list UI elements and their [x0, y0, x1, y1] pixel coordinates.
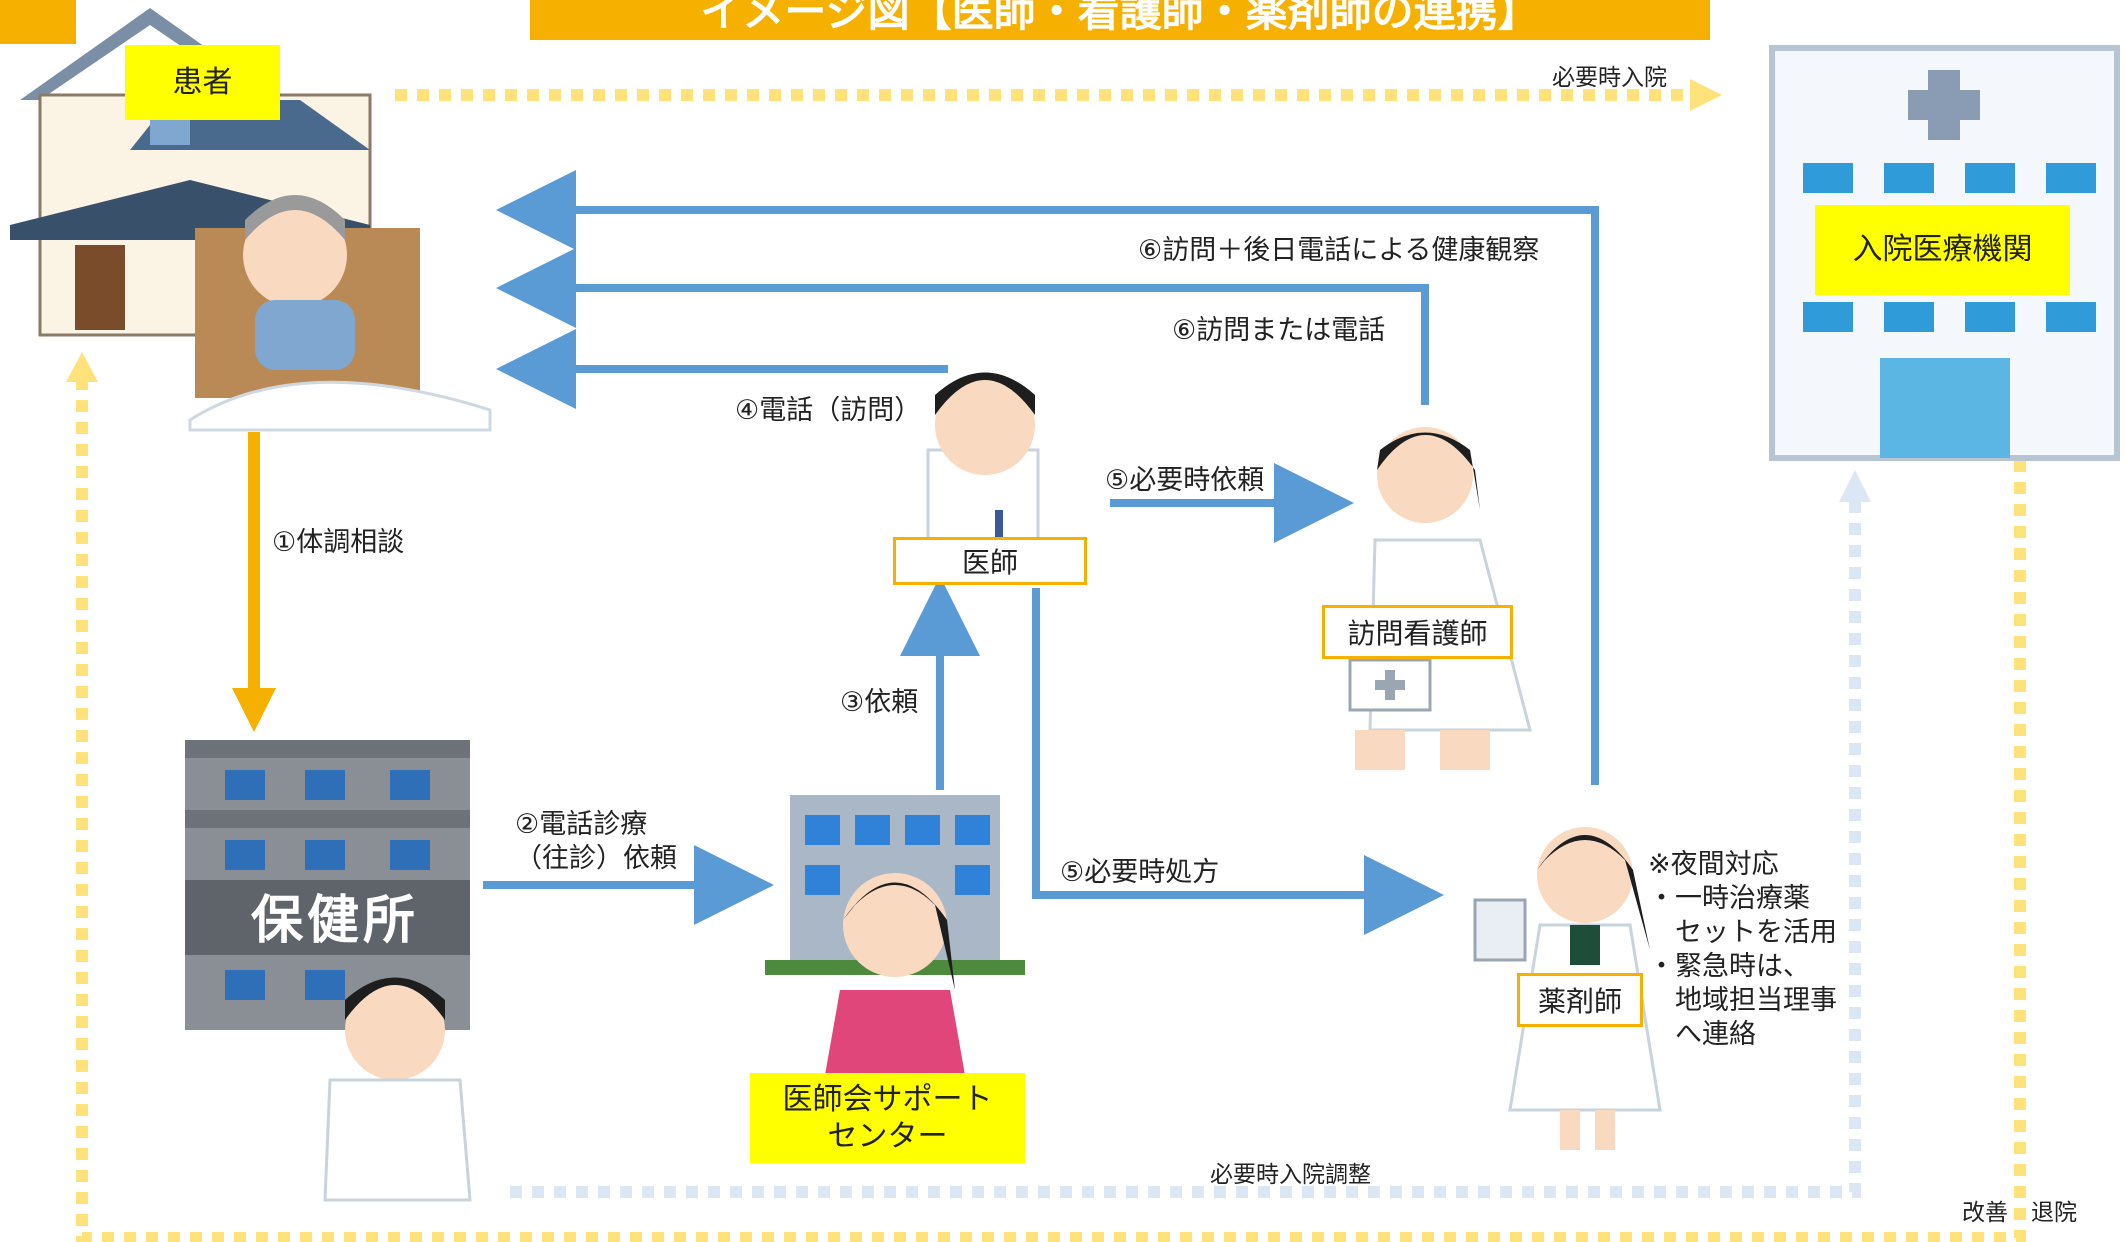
arrow-6a — [496, 170, 1599, 785]
arrow-3-label: ③依頼 — [840, 687, 919, 718]
arrow-2-label: ②電話診療 （往診）依頼 — [515, 809, 677, 874]
night-note-bullet: ・一時治療薬 セットを活用 — [1648, 883, 1837, 948]
admit-adjust-arrowhead — [1839, 470, 1871, 502]
discharge-path — [76, 380, 2026, 1242]
diagram-title: イメージ図【医師・看護師・薬剤師の連携】 — [530, 0, 1710, 40]
arrow-4-label: ④電話（訪問） — [735, 395, 922, 426]
arrow-5a-label: ⑤必要時依頼 — [1105, 465, 1265, 496]
arrow-5b — [1032, 588, 1444, 935]
arrow-5b-label: ⑤必要時処方 — [1060, 857, 1220, 888]
discharge-label: 改善 退院 — [1962, 1200, 2077, 1226]
node-pharmacist: 薬剤師 — [1517, 973, 1643, 1027]
arrow-1-head — [232, 688, 276, 732]
nurse-illustration — [1348, 427, 1532, 770]
support-center-illustration — [765, 795, 1025, 1075]
node-health-center: 保健所 — [250, 890, 419, 951]
health-center-illustration — [185, 740, 472, 1202]
night-note: ※夜間対応 ・一時治療薬 セットを活用 ・緊急時は、 地域担当理事 へ連絡 — [1648, 848, 1837, 1052]
node-support-center: 医師会サポート センター — [750, 1073, 1025, 1163]
node-nurse: 訪問看護師 — [1322, 605, 1513, 659]
admit-label: 必要時入院 — [1552, 65, 1667, 91]
admit-arrowhead — [1690, 79, 1722, 111]
corner-tab — [0, 0, 76, 44]
arrow-1-label: ①体調相談 — [272, 527, 405, 558]
arrow-6b — [496, 248, 1429, 405]
arrow-6b-label: ⑥訪問または電話 — [1172, 315, 1386, 346]
night-note-bullet: ・緊急時は、 地域担当理事 へ連絡 — [1648, 951, 1837, 1050]
node-doctor: 医師 — [893, 537, 1087, 585]
patient-illustration — [188, 195, 492, 432]
node-hospital: 入院医療機関 — [1815, 205, 2070, 295]
night-note-heading: ※夜間対応 — [1648, 849, 1779, 880]
admit-adjust-path — [510, 500, 1861, 1198]
node-patient: 患者 — [125, 45, 280, 120]
arrow-6a-label: ⑥訪問＋後日電話による健康観察 — [1138, 235, 1540, 266]
discharge-arrowhead — [66, 352, 98, 382]
doctor-illustration — [926, 372, 1040, 542]
admit-adjust-label: 必要時入院調整 — [1210, 1162, 1371, 1188]
